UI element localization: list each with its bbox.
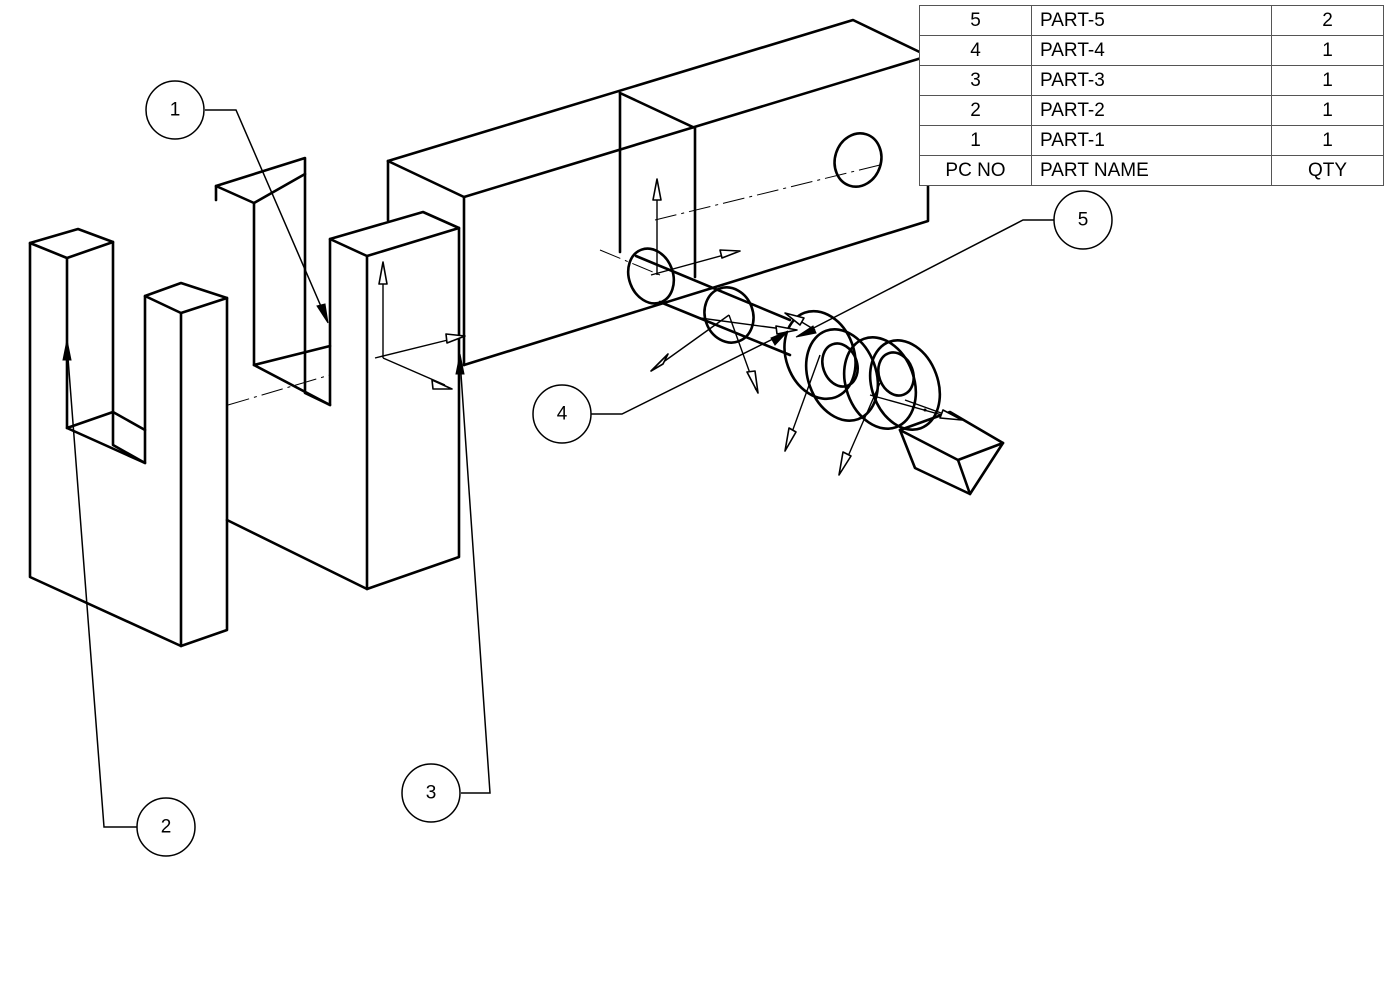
table-row: 4 PART-4 1 <box>919 35 1384 66</box>
part-name-cell: PART-1 <box>1031 125 1272 156</box>
centerline-forks <box>227 374 331 406</box>
triad-arrows <box>374 178 963 476</box>
balloon-1-label: 1 <box>170 100 181 121</box>
table-row: 2 PART-2 1 <box>919 95 1384 126</box>
balloon-3-label: 3 <box>426 783 437 804</box>
balloon-3: 3 <box>401 763 461 823</box>
table-row: 5 PART-5 2 <box>919 5 1384 36</box>
pc-no-cell: 4 <box>919 35 1032 66</box>
leader-1 <box>205 109 327 319</box>
part-name-cell: PART-2 <box>1031 95 1272 126</box>
balloon-4: 4 <box>532 384 592 444</box>
part-name-cell: PART-3 <box>1031 65 1272 96</box>
part-name-cell: PART-5 <box>1031 5 1272 36</box>
balloon-4-label: 4 <box>557 404 568 425</box>
leader-3 <box>459 359 491 794</box>
table-row: 3 PART-3 1 <box>919 65 1384 96</box>
header-part-name: PART NAME <box>1031 155 1272 186</box>
balloon-1: 1 <box>145 80 205 140</box>
centerline-pin <box>654 164 881 221</box>
part-4-pin <box>626 247 792 357</box>
qty-cell: 1 <box>1271 35 1384 66</box>
qty-cell: 1 <box>1271 95 1384 126</box>
balloon-5: 5 <box>1053 190 1113 250</box>
table-row: 1 PART-1 1 <box>919 125 1384 156</box>
pc-no-cell: 3 <box>919 65 1032 96</box>
pc-no-cell: 5 <box>919 5 1032 36</box>
table-header-row: PC NO PART NAME QTY <box>919 155 1384 186</box>
leader-2 <box>66 344 137 828</box>
leader-5 <box>799 219 1054 336</box>
header-pc-no: PC NO <box>919 155 1032 186</box>
bill-of-materials-table: 5 PART-5 2 4 PART-4 1 3 PART-3 1 2 PART-… <box>919 5 1384 186</box>
part-name-cell: PART-4 <box>1031 35 1272 66</box>
pc-no-cell: 1 <box>919 125 1032 156</box>
part-1-fork-rear <box>214 156 461 591</box>
centerline-axis <box>599 249 661 276</box>
header-qty: QTY <box>1271 155 1384 186</box>
pc-no-cell: 2 <box>919 95 1032 126</box>
balloon-5-label: 5 <box>1078 210 1089 231</box>
qty-cell: 1 <box>1271 125 1384 156</box>
qty-cell: 2 <box>1271 5 1384 36</box>
qty-cell: 1 <box>1271 65 1384 96</box>
leader-4 <box>591 333 784 415</box>
part-2-fork-front <box>28 227 229 648</box>
balloon-2: 2 <box>136 797 196 857</box>
balloon-2-label: 2 <box>161 817 172 838</box>
